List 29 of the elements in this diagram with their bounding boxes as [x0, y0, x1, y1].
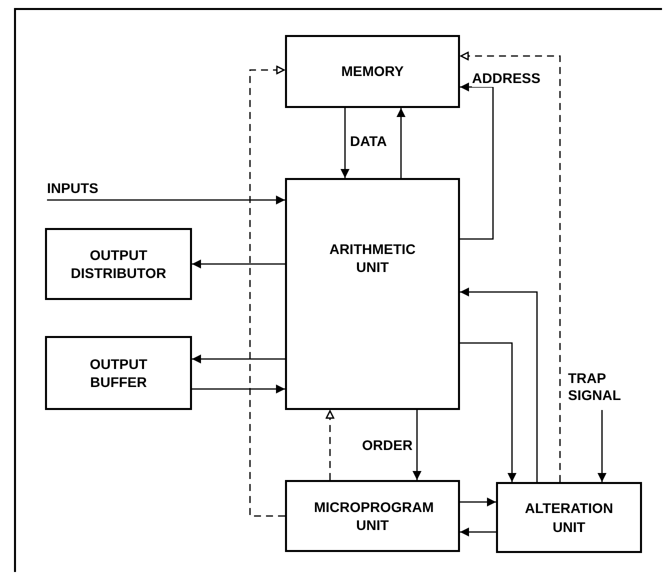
- arrow: [396, 108, 406, 178]
- block-box: [45, 336, 192, 410]
- arrow: [460, 288, 538, 482]
- block-label: ALTERATION UNIT: [524, 499, 614, 536]
- arrow: [192, 384, 285, 394]
- arrow: [340, 108, 350, 178]
- block-label: MEMORY: [340, 62, 405, 81]
- dashed-arrow: [326, 410, 334, 480]
- edge-label: ADDRESS: [472, 70, 540, 87]
- block-box: [285, 178, 460, 410]
- arrow: [192, 354, 285, 364]
- dashed-arrow: [460, 52, 561, 482]
- arrow: [598, 410, 606, 482]
- block-label: ARITHMETIC UNIT: [328, 240, 417, 276]
- block-label: OUTPUT BUFFER: [88, 354, 148, 392]
- dashed-arrow: [249, 66, 285, 517]
- block-box: [285, 35, 460, 108]
- block-box: [45, 228, 192, 300]
- arrow: [412, 410, 422, 480]
- arrow: [460, 342, 516, 482]
- arrow: [460, 498, 496, 506]
- arrow: [460, 82, 494, 240]
- arrow: [192, 260, 285, 268]
- block-label: MICROPROGRAM UNIT: [313, 498, 435, 534]
- block-label: OUTPUT DISTRIBUTOR: [70, 246, 168, 282]
- block-box: [285, 480, 460, 552]
- arrow: [460, 528, 496, 536]
- block-box: [496, 482, 642, 553]
- arrow: [47, 196, 285, 204]
